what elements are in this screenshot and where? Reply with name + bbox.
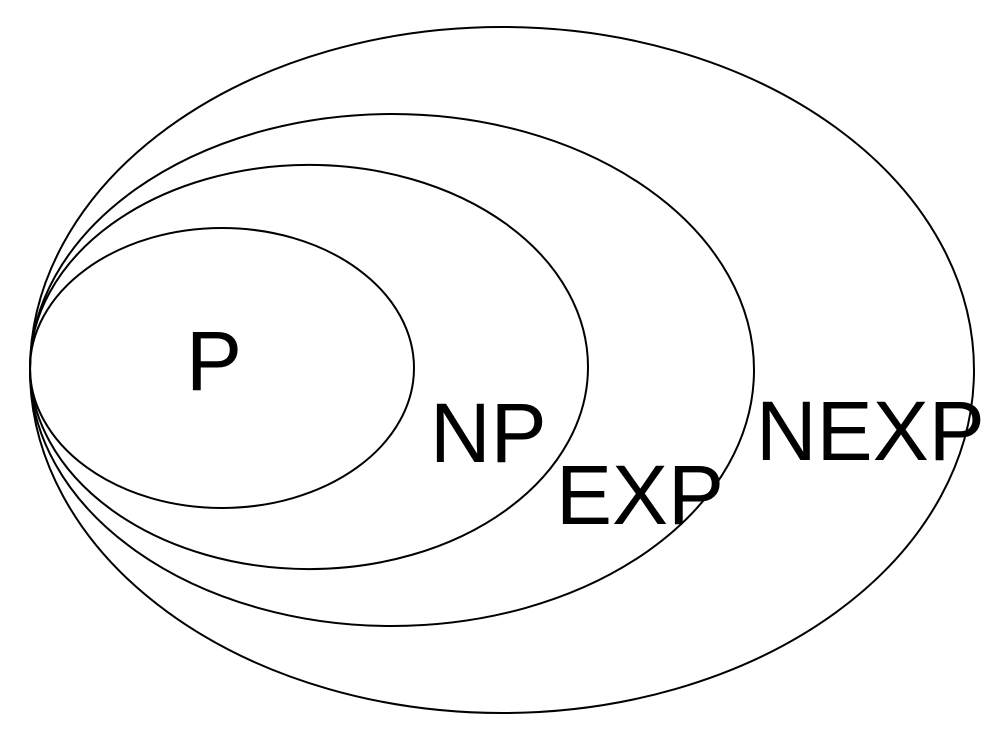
p-label: P	[186, 314, 242, 408]
nexp-set-boundary	[28, 26, 976, 714]
exp-label: EXP	[556, 448, 724, 542]
p-set-boundary	[28, 227, 416, 509]
nexp-label: NEXP	[756, 384, 985, 478]
np-set-boundary	[28, 164, 590, 570]
exp-set-boundary	[28, 113, 756, 627]
np-label: NP	[430, 386, 547, 480]
